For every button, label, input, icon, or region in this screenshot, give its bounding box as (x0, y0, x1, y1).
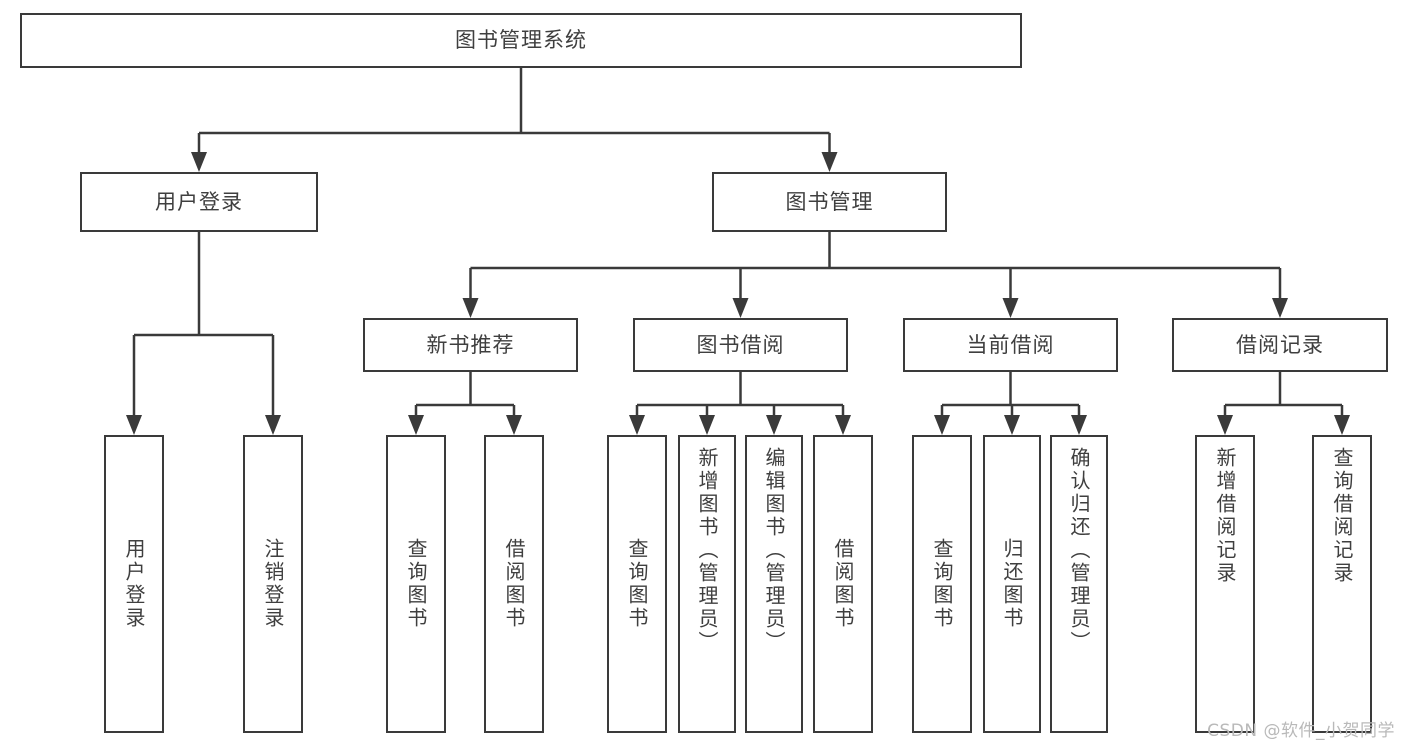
watermark-label: CSDN @软件_小贺同学 (1207, 721, 1395, 741)
arrow-head-icon (821, 152, 838, 172)
arrow-head-icon (1217, 415, 1233, 435)
arrow-head-icon (766, 415, 782, 435)
arrow-head-icon (265, 415, 281, 435)
node-book-borrow[interactable]: 图书借阅 (633, 318, 848, 372)
node-book-manage-label: 图书管理 (785, 189, 874, 214)
node-current-borrow-label: 当前借阅 (966, 332, 1055, 357)
node-root-system[interactable]: 图书管理系统 (20, 13, 1022, 68)
node-user-login[interactable]: 用户登录 (80, 172, 318, 232)
arrow-head-icon (126, 415, 142, 435)
arrow-head-icon (462, 298, 479, 318)
node-leaf-query-book-1-label: 查询图书 (404, 538, 428, 630)
node-current-borrow[interactable]: 当前借阅 (903, 318, 1118, 372)
node-leaf-confirm-return-label: 确认归还（管理员） (1067, 447, 1091, 654)
node-leaf-add-record-label: 新增借阅记录 (1213, 447, 1237, 585)
node-leaf-query-book-1[interactable]: 查询图书 (386, 435, 446, 733)
arrow-head-icon (835, 415, 851, 435)
arrow-head-icon (1004, 415, 1020, 435)
arrow-head-icon (934, 415, 950, 435)
node-leaf-query-book-3[interactable]: 查询图书 (912, 435, 972, 733)
node-leaf-borrow-book-1[interactable]: 借阅图书 (484, 435, 544, 733)
arrow-head-icon (506, 415, 522, 435)
node-leaf-borrow-book-1-label: 借阅图书 (502, 538, 526, 630)
node-leaf-user-logout[interactable]: 注销登录 (243, 435, 303, 733)
arrow-head-icon (1002, 298, 1019, 318)
arrow-head-icon (629, 415, 645, 435)
node-leaf-return-book-label: 归还图书 (1000, 538, 1024, 630)
node-leaf-query-record[interactable]: 查询借阅记录 (1312, 435, 1372, 733)
node-leaf-borrow-book-2[interactable]: 借阅图书 (813, 435, 873, 733)
node-leaf-borrow-book-2-label: 借阅图书 (831, 538, 855, 630)
node-leaf-query-book-2-label: 查询图书 (625, 538, 649, 630)
arrow-head-icon (1272, 298, 1288, 318)
arrow-head-icon (699, 415, 715, 435)
node-user-login-label: 用户登录 (155, 189, 243, 214)
node-new-book-recommend-label: 新书推荐 (426, 332, 515, 357)
arrow-head-icon (191, 152, 207, 172)
node-leaf-query-book-2[interactable]: 查询图书 (607, 435, 667, 733)
node-leaf-return-book[interactable]: 归还图书 (983, 435, 1041, 733)
node-leaf-user-login[interactable]: 用户登录 (104, 435, 164, 733)
node-leaf-confirm-return[interactable]: 确认归还（管理员） (1050, 435, 1108, 733)
node-new-book-recommend[interactable]: 新书推荐 (363, 318, 578, 372)
node-leaf-edit-book-label: 编辑图书（管理员） (762, 447, 786, 654)
node-leaf-query-record-label: 查询借阅记录 (1330, 447, 1354, 585)
node-leaf-query-book-3-label: 查询图书 (930, 538, 954, 630)
arrow-head-icon (1334, 415, 1350, 435)
arrow-head-icon (732, 298, 749, 318)
node-leaf-user-logout-label: 注销登录 (261, 538, 285, 630)
node-book-borrow-label: 图书借阅 (696, 332, 785, 357)
node-leaf-add-book-label: 新增图书（管理员） (695, 447, 719, 654)
node-leaf-add-record[interactable]: 新增借阅记录 (1195, 435, 1255, 733)
arrow-head-icon (408, 415, 424, 435)
node-borrow-record-label: 借阅记录 (1236, 332, 1324, 357)
node-book-manage[interactable]: 图书管理 (712, 172, 947, 232)
node-leaf-edit-book[interactable]: 编辑图书（管理员） (745, 435, 803, 733)
node-leaf-add-book[interactable]: 新增图书（管理员） (678, 435, 736, 733)
node-leaf-user-login-label: 用户登录 (122, 538, 146, 630)
arrow-head-icon (1071, 415, 1087, 435)
node-borrow-record[interactable]: 借阅记录 (1172, 318, 1388, 372)
node-root-system-label: 图书管理系统 (455, 28, 587, 52)
